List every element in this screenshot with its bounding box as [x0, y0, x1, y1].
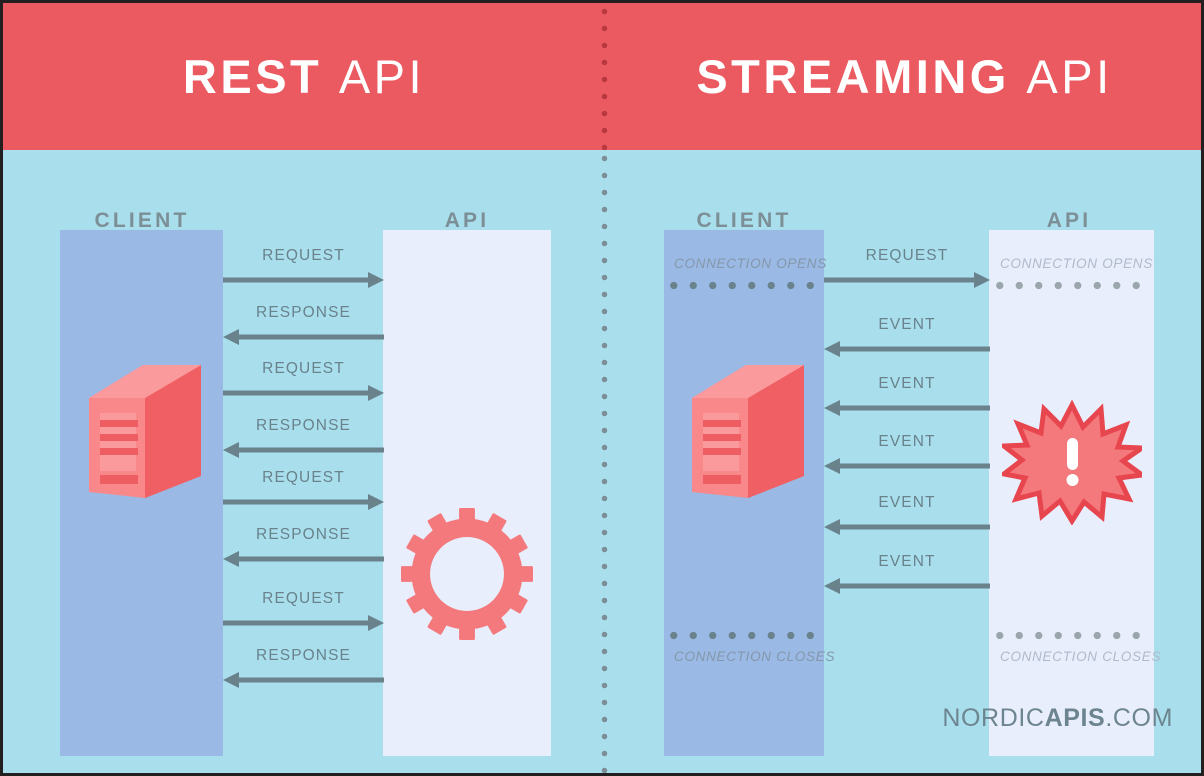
- flow-row: RESPONSE: [223, 418, 384, 458]
- flow-row: REQUEST: [223, 361, 384, 401]
- divider-segment-header: [601, 3, 608, 150]
- rest-client-column-title: CLIENT: [94, 209, 190, 232]
- arrow-left-icon: [824, 400, 990, 416]
- burst-alert-icon: [1002, 395, 1142, 525]
- streaming-header-band: STREAMING API: [605, 3, 1201, 150]
- client-connection-open-dotted-line: [664, 281, 825, 290]
- flow-label: RESPONSE: [256, 417, 351, 434]
- arrow-right-icon: [223, 385, 384, 401]
- api-connection-closes-label: CONNECTION CLOSES: [1000, 649, 1162, 664]
- brand-wordmark: NORDICAPIS.COM: [942, 706, 1173, 731]
- api-connection-opens-label: CONNECTION OPENS: [1000, 256, 1153, 271]
- rest-header-title: REST API: [183, 53, 425, 100]
- brand-part-com: .COM: [1105, 704, 1173, 732]
- arrow-left-icon: [824, 341, 990, 357]
- arrow-left-icon: [824, 519, 990, 535]
- gear-icon: [401, 508, 533, 640]
- arrow-right-icon: [223, 272, 384, 288]
- brand-part-apis: APIS: [1044, 704, 1106, 732]
- flow-label: RESPONSE: [256, 304, 351, 321]
- server-tower-icon: [686, 363, 806, 498]
- flow-row: REQUEST: [223, 248, 384, 288]
- client-connection-close-dotted-line: [664, 631, 825, 640]
- panel-divider: [601, 3, 608, 773]
- streaming-panel: CLIENT API CONNECTION OPENS CONNECTION O…: [608, 150, 1201, 773]
- flow-label: REQUEST: [262, 590, 345, 607]
- flow-label: EVENT: [878, 433, 936, 450]
- api-connection-open-dotted-line: [990, 281, 1151, 290]
- streaming-client-column-title: CLIENT: [696, 209, 792, 232]
- flow-row: RESPONSE: [223, 305, 384, 345]
- flow-label: REQUEST: [262, 469, 345, 486]
- flow-label: REQUEST: [262, 247, 345, 264]
- arrow-left-icon: [223, 672, 384, 688]
- flow-row: EVENT: [824, 376, 990, 416]
- flow-row: REQUEST: [223, 470, 384, 510]
- flow-row: REQUEST: [223, 591, 384, 631]
- flow-row: RESPONSE: [223, 648, 384, 688]
- flow-label: REQUEST: [865, 247, 949, 264]
- streaming-header-title: STREAMING API: [696, 53, 1112, 100]
- rest-panel: CLIENT API: [3, 150, 601, 773]
- arrow-left-icon: [824, 458, 990, 474]
- flow-label: RESPONSE: [256, 647, 351, 664]
- arrow-left-icon: [824, 578, 990, 594]
- arrow-left-icon: [223, 551, 384, 567]
- flow-row: EVENT: [824, 495, 990, 535]
- arrow-right-icon: [223, 615, 384, 631]
- flow-row: EVENT: [824, 317, 990, 357]
- brand-part-nordic: NORDIC: [942, 704, 1045, 732]
- flow-label: EVENT: [878, 553, 936, 570]
- streaming-header-light: API: [1026, 50, 1113, 103]
- flow-row: REQUEST: [824, 248, 990, 288]
- client-connection-opens-label: CONNECTION OPENS: [674, 256, 827, 271]
- rest-header-band: REST API: [3, 3, 605, 150]
- rest-header-strong: REST: [182, 50, 323, 103]
- arrow-right-icon: [824, 272, 990, 288]
- flow-row: EVENT: [824, 554, 990, 594]
- flow-label: REQUEST: [262, 360, 345, 377]
- server-tower-icon: [83, 363, 203, 498]
- arrow-left-icon: [223, 442, 384, 458]
- flow-row: RESPONSE: [223, 527, 384, 567]
- flow-label: EVENT: [878, 316, 936, 333]
- flow-row: EVENT: [824, 434, 990, 474]
- divider-segment-body: [601, 150, 608, 773]
- streaming-header-strong: STREAMING: [696, 50, 1010, 103]
- streaming-api-column-title: API: [1046, 209, 1092, 232]
- flow-label: RESPONSE: [256, 526, 351, 543]
- rest-api-column-title: API: [444, 209, 490, 232]
- rest-api-column: [383, 230, 551, 756]
- flow-label: EVENT: [878, 375, 936, 392]
- arrow-left-icon: [223, 329, 384, 345]
- client-connection-closes-label: CONNECTION CLOSES: [674, 649, 836, 664]
- flow-label: EVENT: [878, 494, 936, 511]
- arrow-right-icon: [223, 494, 384, 510]
- api-connection-close-dotted-line: [990, 631, 1151, 640]
- rest-header-light: API: [338, 50, 426, 103]
